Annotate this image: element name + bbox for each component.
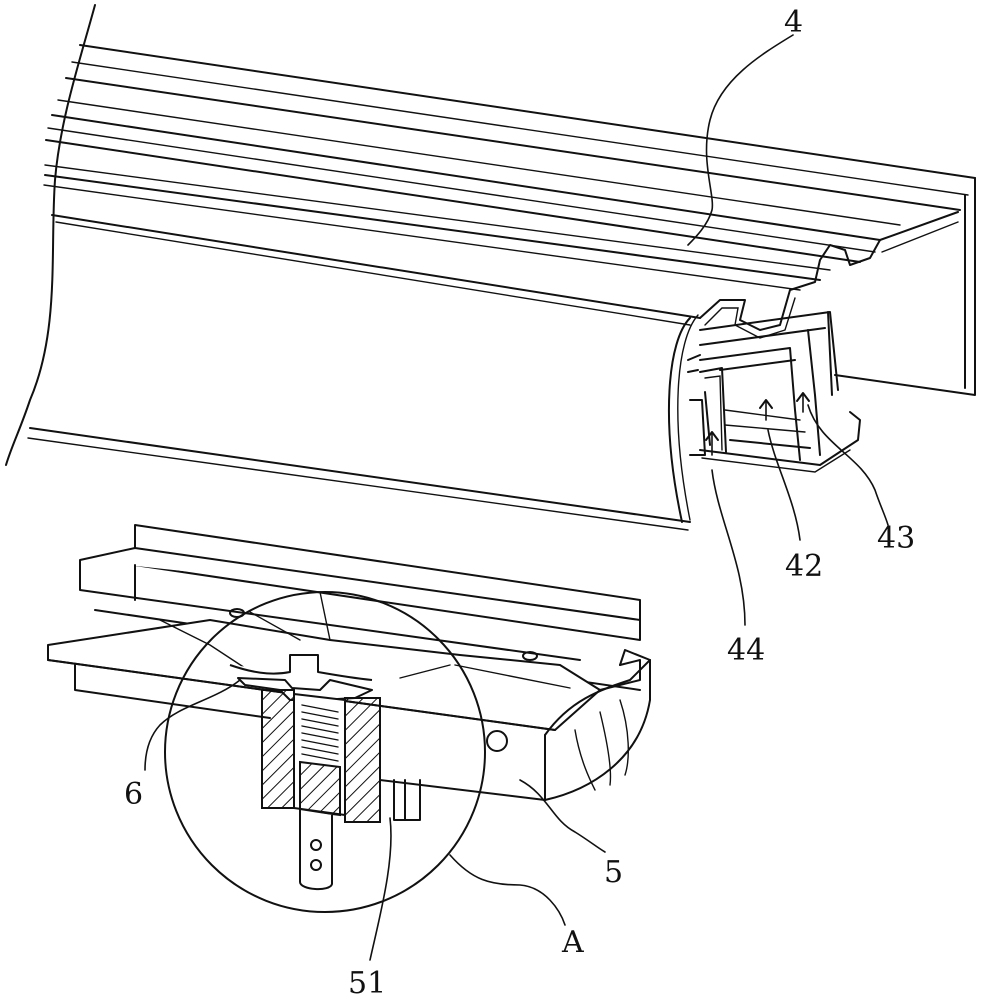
rail-profile — [6, 5, 975, 530]
label-42: 42 — [785, 549, 823, 584]
part-labels: 4 44 42 43 6 5 A 51 — [124, 5, 915, 1000]
label-6: 6 — [124, 777, 143, 812]
label-4: 4 — [784, 5, 803, 40]
label-51: 51 — [348, 966, 386, 1000]
label-5: 5 — [604, 855, 623, 890]
label-A: A — [561, 925, 584, 960]
label-43: 43 — [877, 521, 915, 556]
label-44: 44 — [727, 633, 765, 668]
